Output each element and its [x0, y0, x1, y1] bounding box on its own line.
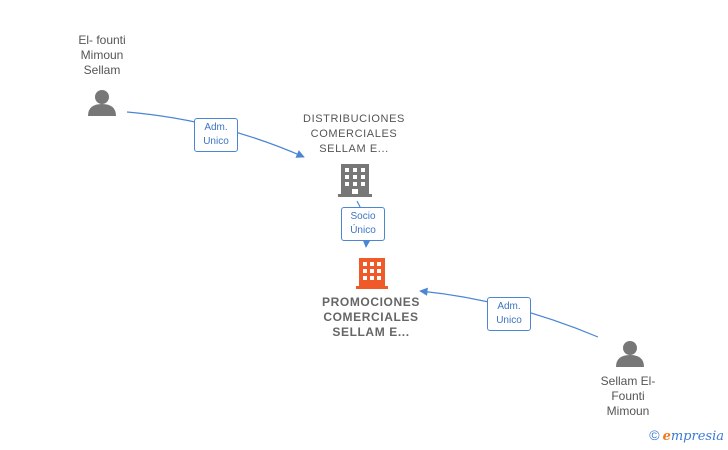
person-icon[interactable]: [616, 341, 644, 367]
copyright-symbol: ©: [649, 427, 660, 443]
brand-logo: empresia: [662, 429, 724, 444]
person-name-bottom[interactable]: Sellam El- Founti Mimoun: [600, 374, 656, 418]
brand-footer: ©empresia: [649, 427, 724, 444]
building-icon[interactable]: [338, 164, 372, 197]
edge-label-socio-unico: Socio Único: [341, 207, 385, 241]
company-name-promociones[interactable]: PROMOCIONES COMERCIALES SELLAM E...: [322, 295, 420, 339]
edge-label-adm-unico-bottom: Adm. Unico: [487, 297, 531, 331]
building-icon-main[interactable]: [356, 258, 388, 289]
edge-label-adm-unico-top: Adm. Unico: [194, 118, 238, 152]
company-name-distribuciones[interactable]: DISTRIBUCIONES COMERCIALES SELLAM E...: [303, 113, 405, 155]
person-name-top[interactable]: El- founti Mimoun Sellam: [78, 33, 126, 77]
person-icon[interactable]: [88, 90, 116, 116]
